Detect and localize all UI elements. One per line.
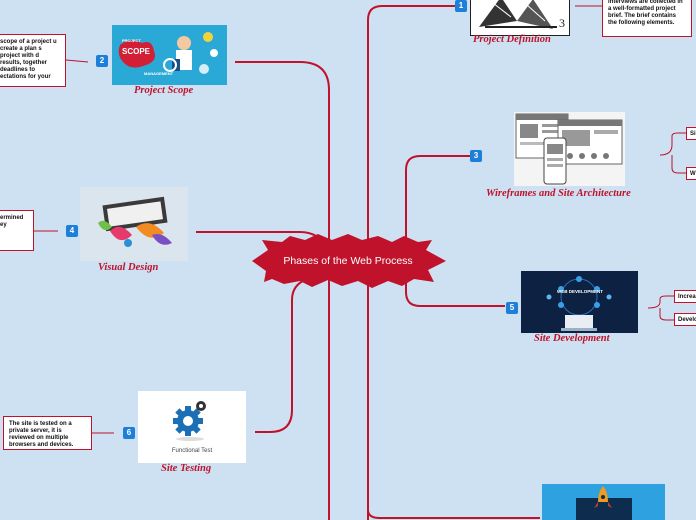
- development-word: WEB DEVELOPMENT: [557, 289, 604, 294]
- number-badge-3: 3: [470, 150, 482, 162]
- launch-image: [542, 484, 665, 520]
- scope-footer: MANAGEMENT: [144, 71, 174, 76]
- note-scope: scope of a project u create a plan s pro…: [0, 34, 66, 87]
- testing-caption: Functional Test: [171, 448, 213, 454]
- connector-tags-wireframes: [659, 132, 686, 174]
- node-title-visual[interactable]: Visual Design: [98, 262, 159, 273]
- center-topic-label[interactable]: Phases of the Web Process: [283, 255, 413, 267]
- tag-development-a: Increa: [674, 290, 696, 303]
- open-book-icon: [473, 0, 567, 33]
- number-badge-1: 1: [455, 0, 467, 12]
- node-title-development[interactable]: Site Development: [534, 333, 610, 344]
- connector-note-scope: [65, 59, 89, 63]
- number-badge-5: 5: [506, 302, 518, 314]
- center-star: [252, 234, 446, 288]
- testing-image: Functional Test: [138, 391, 246, 463]
- scope-subword: PROJECT: [122, 38, 141, 43]
- development-image: WEB DEVELOPMENT: [521, 271, 638, 333]
- connector-testing: [255, 275, 330, 433]
- number-badge-6: 6: [123, 427, 135, 439]
- gear-icon: [173, 401, 206, 441]
- node-title-definition[interactable]: Project Definition: [473, 34, 551, 45]
- connector-trunk-left: [235, 61, 330, 520]
- rocket-icon: [576, 486, 632, 520]
- number-badge-2: 2: [96, 55, 108, 67]
- note-definition: interviews are collected in a well-forma…: [602, 0, 692, 37]
- visual-design-image: [80, 187, 188, 261]
- definition-image: 3: [470, 0, 570, 36]
- scope-word: SCOPE: [122, 47, 151, 56]
- image-page-number: 3: [559, 16, 565, 30]
- note-testing: The site is tested on a private server, …: [3, 416, 92, 450]
- tag-development-b: Develo: [674, 313, 696, 326]
- connector-trunk-right: [367, 5, 455, 520]
- connector-development: [405, 238, 505, 307]
- number-badge-4: 4: [66, 225, 78, 237]
- connector-tags-development: [647, 295, 674, 321]
- connector-trunk-right-bottom: [367, 509, 540, 519]
- node-title-scope[interactable]: Project Scope: [134, 85, 194, 96]
- web-development-illustration: [521, 271, 638, 333]
- note-visual: ermined ey: [0, 210, 34, 251]
- scope-image: SCOPE PROJECT MANAGEMENT: [112, 25, 227, 85]
- node-title-wireframes[interactable]: Wireframes and Site Architecture: [486, 188, 631, 199]
- wireframe-mockups-illustration: [515, 113, 623, 185]
- project-scope-illustration: [112, 25, 227, 85]
- visual-design-illustration: [80, 187, 188, 261]
- tag-wireframes-a: Si: [686, 127, 696, 140]
- node-title-testing[interactable]: Site Testing: [161, 463, 212, 474]
- tag-wireframes-b: W: [686, 167, 696, 180]
- wireframes-image: [514, 112, 625, 186]
